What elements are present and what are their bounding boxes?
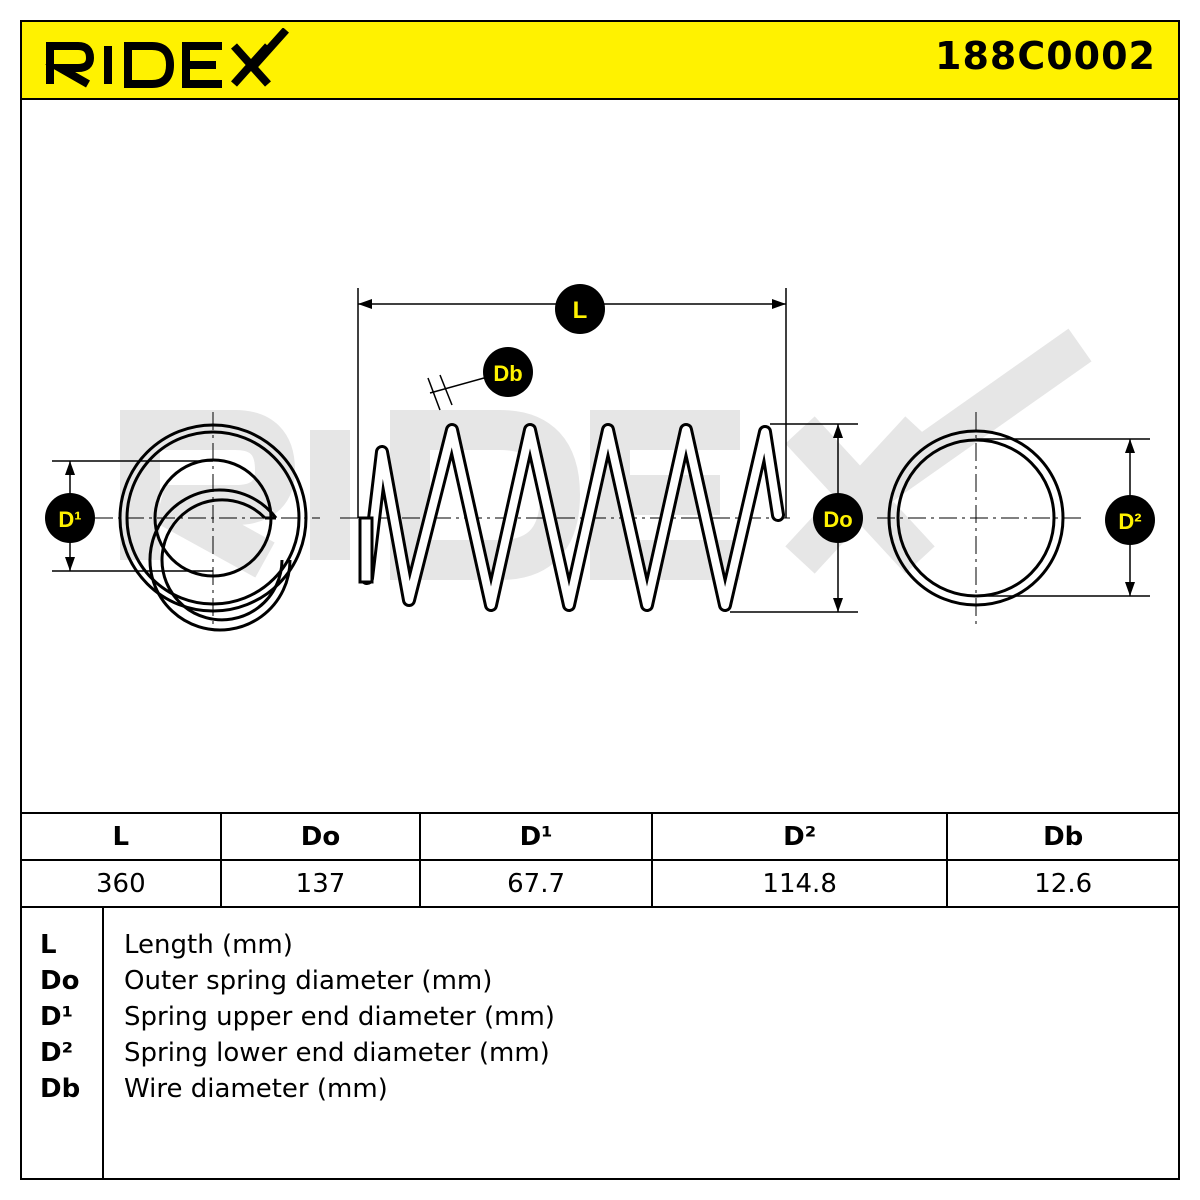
header-cell-D2: D² xyxy=(650,812,949,861)
header-cell-Db: Db xyxy=(946,812,1180,861)
legend-symbol: Do xyxy=(40,966,80,996)
legend-symbol: D¹ xyxy=(40,1002,73,1032)
value-cell-D1: 67.7 xyxy=(419,859,653,908)
ridex-logo xyxy=(44,28,289,88)
legend: L Length (mm) Do Outer spring diameter (… xyxy=(20,908,1180,1180)
legend-description: Wire diameter (mm) xyxy=(124,1074,388,1104)
header-cell-D1: D¹ xyxy=(419,812,653,861)
label-D1: D¹ xyxy=(58,507,81,532)
label-L: L xyxy=(573,297,588,324)
legend-item: D¹ Spring upper end diameter (mm) xyxy=(20,1002,1180,1038)
legend-item: D² Spring lower end diameter (mm) xyxy=(20,1038,1180,1074)
label-Db: Db xyxy=(493,361,522,386)
spring-drawing: L Db Do D¹ D² xyxy=(45,284,1155,632)
label-Do: Do xyxy=(823,507,852,532)
legend-symbol: Db xyxy=(40,1074,81,1104)
spec-table: L Do D¹ D² Db 360 137 67.7 114.8 12.6 xyxy=(20,812,1180,908)
upper-end-view xyxy=(118,423,308,632)
header-cell-L: L xyxy=(20,812,222,861)
legend-description: Length (mm) xyxy=(124,930,293,960)
spec-table-header-row: L Do D¹ D² Db xyxy=(20,812,1180,861)
part-number: 188C0002 xyxy=(935,34,1156,78)
legend-description: Spring lower end diameter (mm) xyxy=(124,1038,550,1068)
legend-symbol: D² xyxy=(40,1038,73,1068)
legend-description: Outer spring diameter (mm) xyxy=(124,966,493,996)
legend-description: Spring upper end diameter (mm) xyxy=(124,1002,555,1032)
value-cell-D2: 114.8 xyxy=(650,859,949,908)
value-cell-L: 360 xyxy=(20,859,222,908)
legend-divider xyxy=(102,908,104,1180)
value-cell-Db: 12.6 xyxy=(946,859,1180,908)
header-cell-Do: Do xyxy=(219,812,422,861)
value-cell-Do: 137 xyxy=(219,859,422,908)
legend-item: Do Outer spring diameter (mm) xyxy=(20,966,1180,1002)
legend-item: L Length (mm) xyxy=(20,930,1180,966)
spec-table-value-row: 360 137 67.7 114.8 12.6 xyxy=(20,859,1180,908)
legend-symbol: L xyxy=(40,930,57,960)
legend-item: Db Wire diameter (mm) xyxy=(20,1074,1180,1110)
label-D2: D² xyxy=(1118,509,1141,534)
